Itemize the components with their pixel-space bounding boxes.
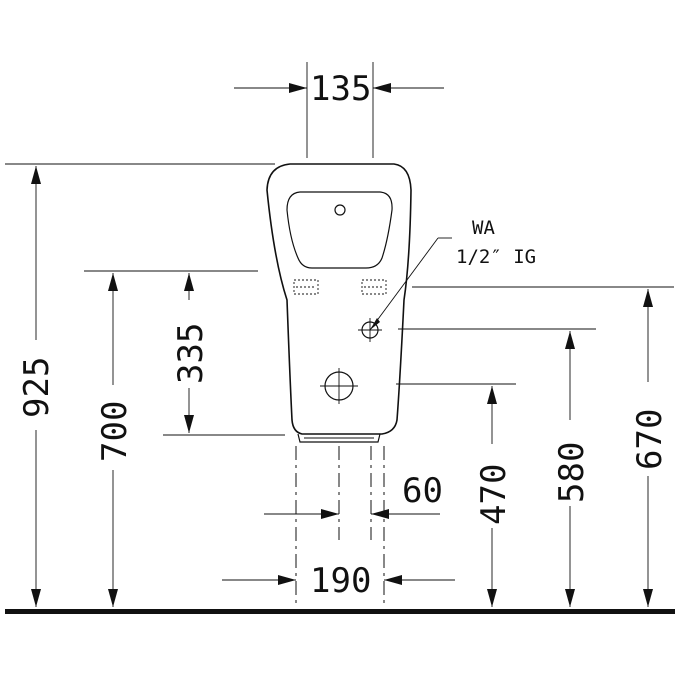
- spray-hole: [334, 204, 346, 216]
- dim-bowl-depth-lines: [163, 273, 285, 436]
- dim-rim-height-lines: [84, 270, 258, 607]
- dim-outlet-width: 60: [402, 471, 443, 511]
- dim-supply-height: 580: [552, 442, 592, 503]
- annotation-leader: [369, 237, 452, 331]
- dim-bottom-width-lines: [222, 446, 455, 604]
- dim-top-width-lines: [234, 62, 444, 158]
- annotation-ig: 1/2″ IG: [456, 246, 536, 268]
- dim-rim-height: 700: [95, 401, 135, 462]
- annotation-wa: WA: [472, 217, 495, 239]
- fixing-mark-right: [361, 279, 387, 295]
- dim-bowl-depth: 335: [171, 323, 211, 384]
- fixing-mark-left: [293, 279, 319, 295]
- outlet-symbol: [320, 368, 358, 404]
- floor-line: [5, 609, 675, 614]
- dim-total-height-lines: [5, 163, 275, 607]
- dim-bottom-width: 190: [310, 561, 371, 601]
- dim-inlet-height-lines: [412, 286, 674, 607]
- dim-inlet-height: 670: [630, 409, 670, 470]
- dim-supply-height-lines: [398, 328, 596, 607]
- dim-total-height: 925: [17, 357, 57, 418]
- dim-outlet-height-lines: [396, 383, 516, 607]
- dim-top-width: 135: [310, 69, 371, 109]
- urinal-outline: [266, 163, 412, 443]
- dim-outlet-height: 470: [474, 464, 514, 525]
- dim-outlet-width-lines: [264, 446, 440, 540]
